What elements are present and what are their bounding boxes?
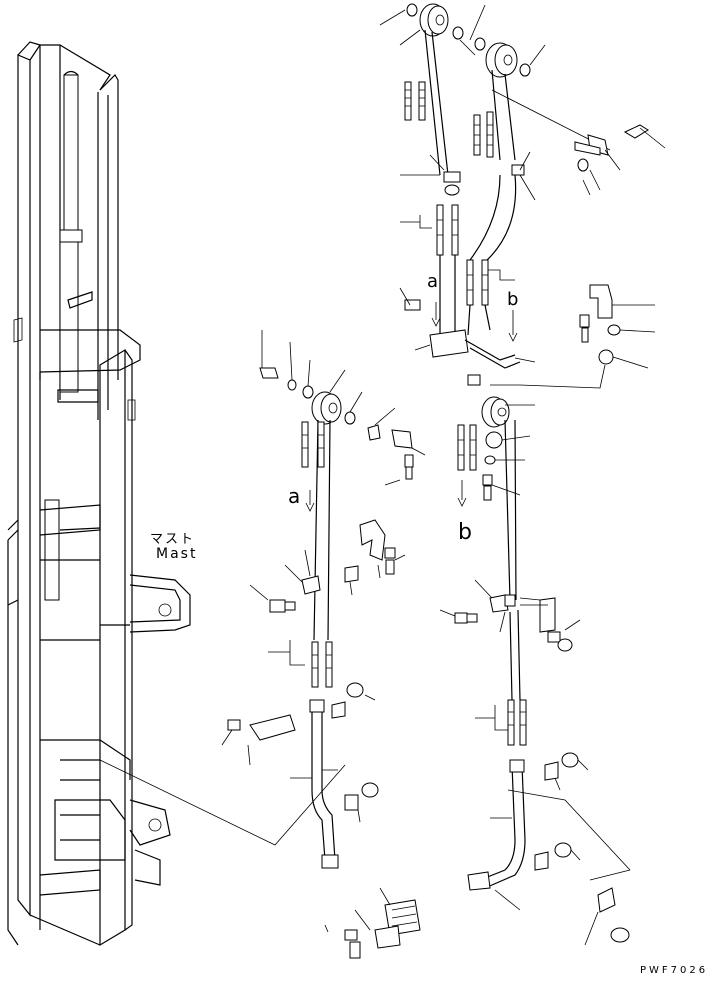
mid-right-clamps [439,579,581,746]
right-bracket-fittings [579,284,656,369]
reference-b-lower: b [458,520,472,545]
upper-left-pulley [379,3,476,56]
upper-right-pulley [469,4,546,78]
reference-a-lower: a [288,484,301,508]
mid-left-clamps [249,519,406,688]
lower-right-pipe [467,752,631,946]
upper-hoses [399,29,611,263]
mast-assembly [7,41,191,947]
reference-b-upper: b [507,289,519,310]
manifold-block [399,154,606,389]
reference-a-upper: a [427,271,439,292]
mid-left-pulley-group [259,330,426,641]
mid-right-pulley-group [457,396,535,601]
lower-left-small-parts [324,887,421,959]
upper-clamp-plate [511,124,666,201]
lower-left-pipe [221,682,379,869]
drawing-code: PWF7026 [640,965,709,976]
mast-label-japanese: マスト [150,532,196,547]
mast-label-english: Mast [156,546,198,562]
